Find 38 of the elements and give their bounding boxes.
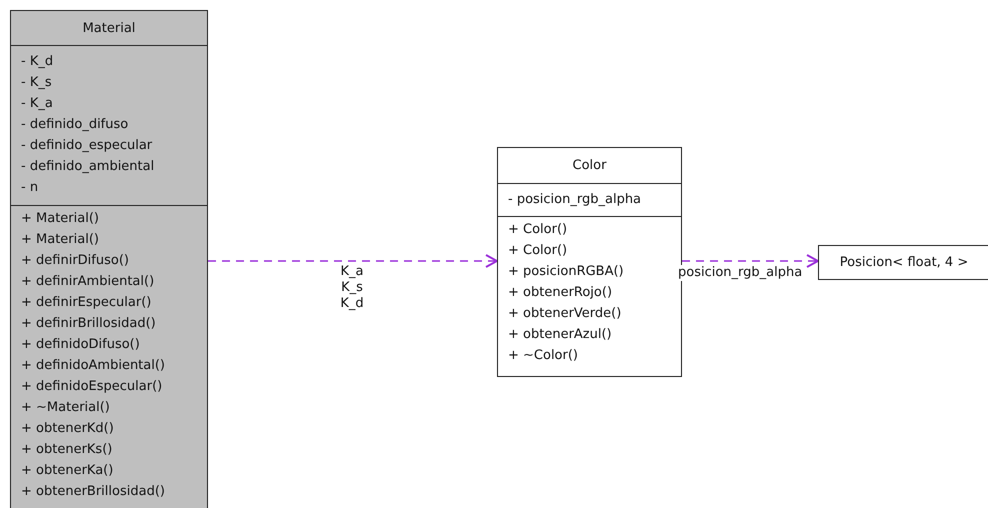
method: + definidoEspecular() (21, 378, 162, 396)
method: + obtenerKs() (21, 441, 112, 459)
method: + definirBrillosidad() (21, 315, 156, 333)
attribute: - K_a (21, 95, 53, 113)
edge-label: K_a K_s K_d (339, 264, 365, 312)
attribute: - definido_especular (21, 137, 152, 155)
class-name: Material (82, 20, 136, 38)
method: + Material() (21, 231, 99, 249)
method: + obtenerKa() (21, 462, 114, 480)
method: + obtenerRojo() (508, 284, 612, 302)
dependency-arrow (682, 254, 819, 268)
dependency-arrow (208, 254, 498, 268)
attribute: - definido_ambiental (21, 158, 154, 176)
method: + posicionRGBA() (508, 263, 624, 281)
method: + definidoAmbiental() (21, 357, 165, 375)
method: + ~Material() (21, 399, 110, 417)
type-name: Posicion< float, 4 > (840, 254, 968, 272)
attribute: - K_d (21, 53, 54, 71)
method: + obtenerKd() (21, 420, 114, 438)
method: + Color() (508, 242, 568, 260)
attribute: - K_s (21, 74, 52, 92)
method: + obtenerAzul() (508, 326, 612, 344)
attribute: - definido_difuso (21, 116, 128, 134)
method: + definidoDifuso() (21, 336, 140, 354)
edge-label: posicion_rgb_alpha (677, 265, 804, 281)
attribute: - n (21, 179, 38, 197)
method: + obtenerVerde() (508, 305, 622, 323)
attribute: - posicion_rgb_alpha (508, 191, 642, 209)
method: + definirAmbiental() (21, 273, 154, 291)
method: + definirEspecular() (21, 294, 152, 312)
class-box (10, 10, 208, 508)
class-name: Color (572, 157, 606, 175)
method: + ~Color() (508, 347, 578, 365)
method: + obtenerBrillosidad() (21, 483, 165, 501)
method: + Material() (21, 210, 99, 228)
type-box (818, 245, 988, 280)
method: + Color() (508, 221, 568, 239)
method: + definirDifuso() (21, 252, 129, 270)
